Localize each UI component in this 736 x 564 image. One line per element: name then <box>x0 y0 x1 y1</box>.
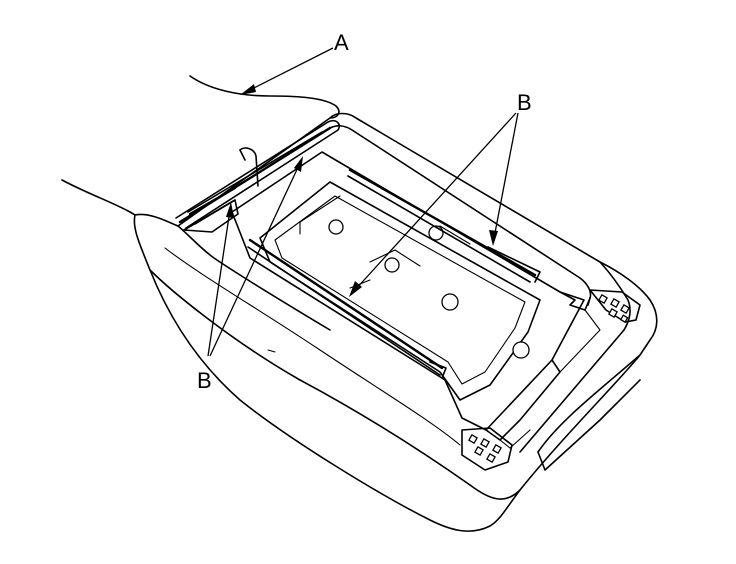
corner-trim-bottom <box>461 427 513 471</box>
callout-b-left: B <box>197 156 303 393</box>
hook-tool <box>239 147 259 187</box>
cover-flap <box>61 75 340 216</box>
callout-label-a: A <box>334 30 349 55</box>
retaining-rails <box>175 119 541 379</box>
callout-a: A <box>240 30 349 95</box>
armrest-body <box>133 112 658 532</box>
callout-label-b-left: B <box>197 368 212 393</box>
corner-trim-right <box>589 289 641 323</box>
callout-b-top: B <box>349 90 532 297</box>
callout-label-b-top: B <box>517 90 532 115</box>
